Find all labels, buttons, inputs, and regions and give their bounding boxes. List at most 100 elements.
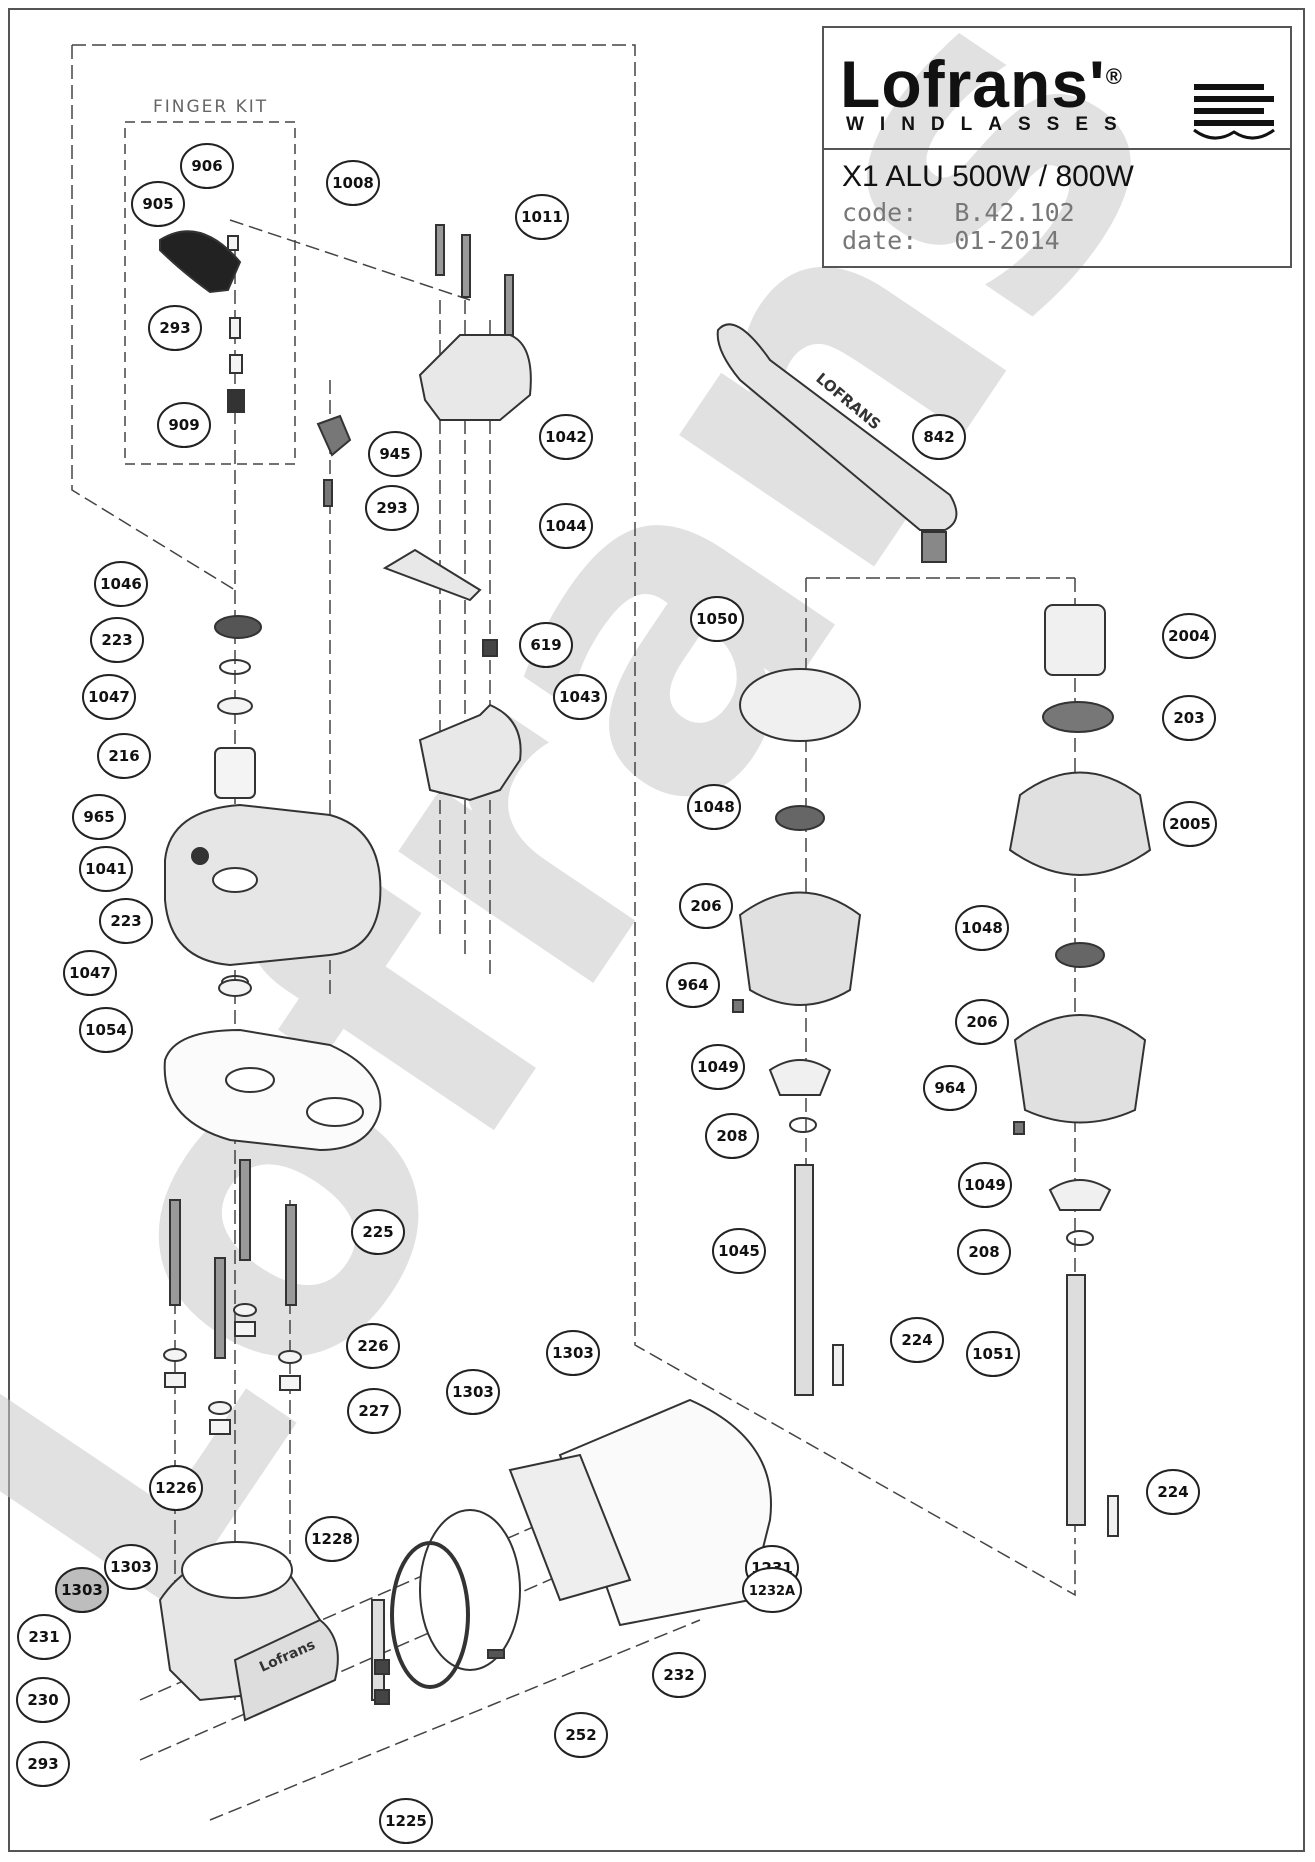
callout-208: 208 (705, 1113, 759, 1159)
lever-945 (316, 414, 352, 457)
callout-bubble (94, 561, 148, 607)
callout-number: 1044 (545, 517, 587, 535)
sleeve-2004 (1044, 604, 1106, 676)
nut-227 (279, 1375, 301, 1391)
registered-mark: ® (1105, 64, 1123, 89)
callout-224: 224 (890, 1317, 944, 1363)
callout-bubble (104, 1544, 158, 1590)
code-value: B.42.102 (954, 198, 1075, 227)
callout-bubble (1146, 1469, 1200, 1515)
callout-number: 1048 (961, 919, 1003, 937)
bolt-1011-c (504, 274, 514, 336)
callout-number: 965 (83, 808, 114, 826)
finger-kit-label: FINGER KIT (153, 97, 268, 117)
callout-1303: 1303 (546, 1330, 600, 1376)
callout-number: 208 (968, 1243, 999, 1261)
callout-bubble (1163, 801, 1217, 847)
callout-number: 206 (966, 1013, 997, 1031)
callout-layer: 9069052931008909101110429452931044619104… (16, 143, 1217, 1844)
nut-227-left (164, 1372, 186, 1388)
callout-905: 905 (131, 181, 185, 227)
left-stack-parts (159, 230, 382, 1435)
callout-225: 225 (351, 1209, 405, 1255)
handle-842 (716, 323, 958, 531)
callout-number: 1045 (718, 1242, 760, 1260)
washer-226 (278, 1350, 302, 1364)
callout-1048: 1048 (687, 784, 741, 830)
callout-bubble (72, 794, 126, 840)
callout-bubble (379, 1798, 433, 1844)
dashed-bolt-line-2 (139, 1539, 641, 1761)
cone-1049-right (1048, 1179, 1112, 1211)
callout-bubble (923, 1065, 977, 1111)
callout-number: 206 (690, 897, 721, 915)
callout-bubble (1162, 695, 1216, 741)
cone-1049-left (768, 1059, 832, 1096)
key-224-right (1107, 1495, 1119, 1537)
cover-1041 (164, 803, 382, 967)
key-224-left (832, 1344, 844, 1386)
code-label: code: (842, 198, 918, 227)
callout-293: 293 (365, 485, 419, 531)
callout-number: 1228 (311, 1530, 353, 1548)
callout-bubble (157, 402, 211, 448)
callout-number: 964 (934, 1079, 965, 1097)
callout-1047: 1047 (82, 674, 136, 720)
callout-1048: 1048 (955, 905, 1009, 951)
spring-909 (227, 389, 245, 413)
dashed-bolt-line-3 (209, 1619, 701, 1821)
callout-1225: 1225 (379, 1798, 433, 1844)
callout-1303: 1303 (104, 1544, 158, 1590)
spring-1008 (229, 354, 243, 374)
callout-number: 1047 (88, 688, 130, 706)
upper-center-parts (316, 224, 532, 802)
callout-number: 906 (191, 157, 222, 175)
callout-bubble (97, 733, 151, 779)
callout-bubble (1162, 613, 1216, 659)
callout-number: 1303 (452, 1383, 494, 1401)
callout-bubble (955, 905, 1009, 951)
callout-293: 293 (16, 1741, 70, 1787)
callout-number: 203 (1173, 709, 1204, 727)
nut-1225-b (374, 1689, 390, 1705)
washer-1047-bottom (218, 979, 252, 997)
stud-center (239, 1159, 251, 1261)
callout-1008: 1008 (326, 160, 380, 206)
callout-bubble (346, 1323, 400, 1369)
callout-bubble (955, 999, 1009, 1045)
motor-cap (233, 1618, 339, 1722)
callout-223: 223 (99, 898, 153, 944)
washer-lower (208, 1401, 232, 1415)
callout-number: 1232A (749, 1584, 795, 1599)
callout-number: 1303 (552, 1344, 594, 1362)
right-side-parts: LOFRANS (716, 323, 1152, 1537)
callout-bubble (546, 1330, 600, 1376)
callout-number: 1046 (100, 575, 142, 593)
callout-1045: 1045 (712, 1228, 766, 1274)
callout-1050: 1050 (690, 596, 744, 642)
bearing-1046 (214, 615, 262, 639)
bearing-1048-left (775, 805, 825, 831)
callout-number: 224 (901, 1331, 932, 1349)
bolt-1011-b (461, 234, 471, 298)
callout-bubble (691, 1044, 745, 1090)
screw-964-right (1013, 1121, 1025, 1135)
callout-bubble (180, 143, 234, 189)
flange-1303 (508, 1453, 632, 1602)
dashed-kit-path (229, 219, 471, 301)
callout-bubble (368, 431, 422, 477)
callout-bubble (652, 1652, 706, 1698)
finger-kit-box (124, 121, 296, 465)
callout-bubble (712, 1228, 766, 1274)
ring-203 (1042, 701, 1114, 733)
callout-number: 293 (376, 499, 407, 517)
callout-bubble (82, 674, 136, 720)
callout-number: 842 (923, 428, 954, 446)
drum-2005 (1008, 771, 1152, 876)
callout-bubble (63, 950, 117, 996)
callout-bubble (79, 846, 133, 892)
callout-bubble (326, 160, 380, 206)
plate-1044 (382, 548, 482, 602)
housing-1042 (418, 334, 532, 421)
